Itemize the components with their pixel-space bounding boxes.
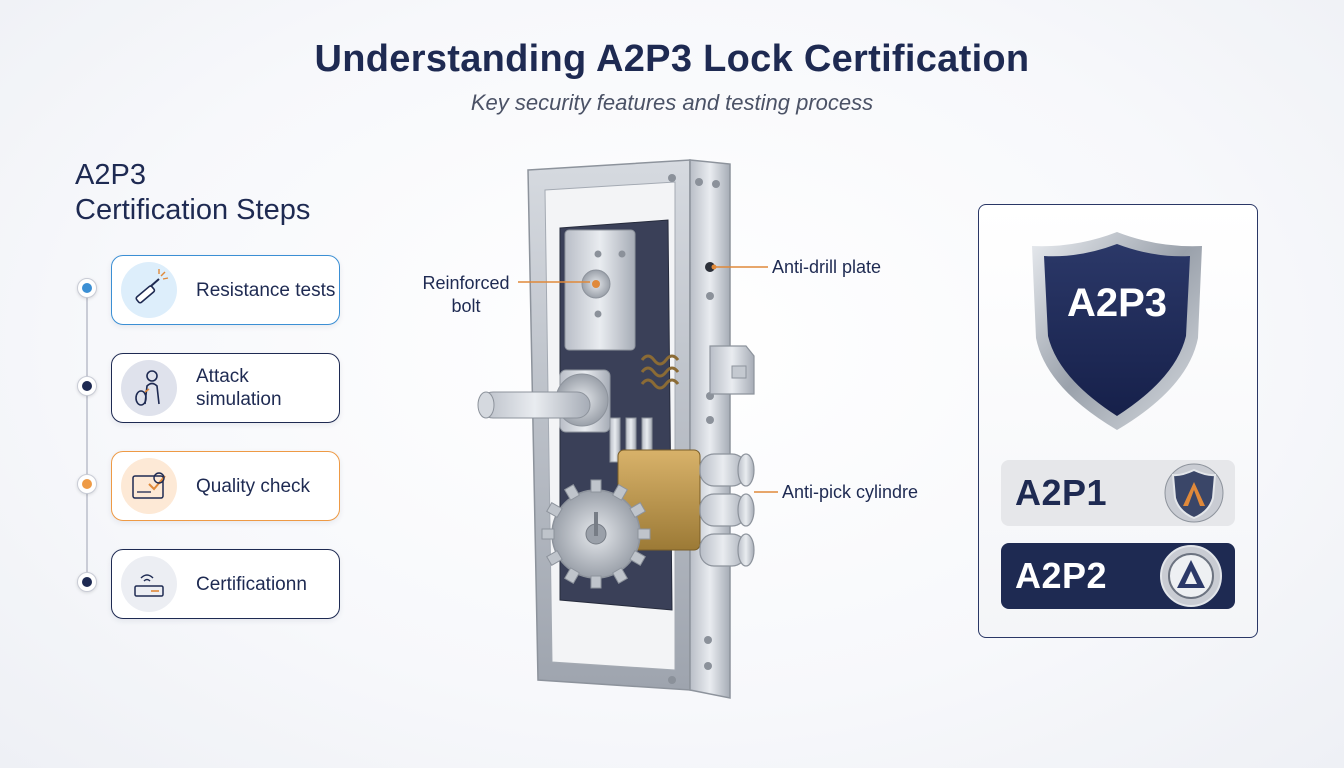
certificate-icon <box>121 556 177 612</box>
a2p2-seal-icon <box>1160 545 1222 607</box>
step-card-resistance-tests[interactable]: Resistance tests <box>111 255 340 325</box>
level-pill-a2p2[interactable]: A2P2 <box>1001 543 1235 609</box>
callout-reinforced-bolt: Reinforced bolt <box>418 272 514 318</box>
level-pill-a2p1[interactable]: A2P1 <box>1001 460 1235 526</box>
level-label: A2P1 <box>1015 472 1108 513</box>
timeline-dot-2 <box>77 376 97 396</box>
steps-heading-line1: A2P3 <box>75 159 146 191</box>
lock-illustration <box>477 159 778 699</box>
drill-icon <box>121 262 177 318</box>
step-label: Resistance tests <box>196 279 336 301</box>
timeline-dot-4 <box>77 572 97 592</box>
step-card-quality-check[interactable]: Quality check <box>111 451 340 521</box>
callout-anti-pick-cylinder: Anti-pick cylindre <box>782 482 919 502</box>
page-subtitle: Key security features and testing proces… <box>470 90 874 115</box>
timeline-line <box>86 286 88 580</box>
step-label: Quality check <box>196 475 311 497</box>
page-title: Understanding A2P3 Lock Certification <box>314 38 1030 80</box>
a2p1-seal-icon <box>1164 463 1224 523</box>
step-label: Certificationn <box>196 573 307 595</box>
shield-label: A2P3 <box>1067 281 1167 325</box>
callout-bolt-line1: Reinforced <box>422 273 510 293</box>
a2p3-shield-icon: A2P3 <box>1032 232 1202 430</box>
level-label: A2P2 <box>1015 555 1108 596</box>
attacker-icon <box>121 360 177 416</box>
step-card-attack-simulation[interactable]: Attack simulation <box>111 353 340 423</box>
step-label: Attack simulation <box>196 366 282 410</box>
checklist-icon <box>121 458 177 514</box>
callout-bolt-line2: bolt <box>451 296 481 316</box>
steps-heading: A2P3 Certification Steps <box>75 158 310 228</box>
callout-anti-drill-plate: Anti-drill plate <box>772 257 882 277</box>
steps-heading-line2: Certification Steps <box>75 194 311 226</box>
step-card-certification[interactable]: Certificationn <box>111 549 340 619</box>
timeline-dot-3 <box>77 474 97 494</box>
timeline-dot-1 <box>77 278 97 298</box>
